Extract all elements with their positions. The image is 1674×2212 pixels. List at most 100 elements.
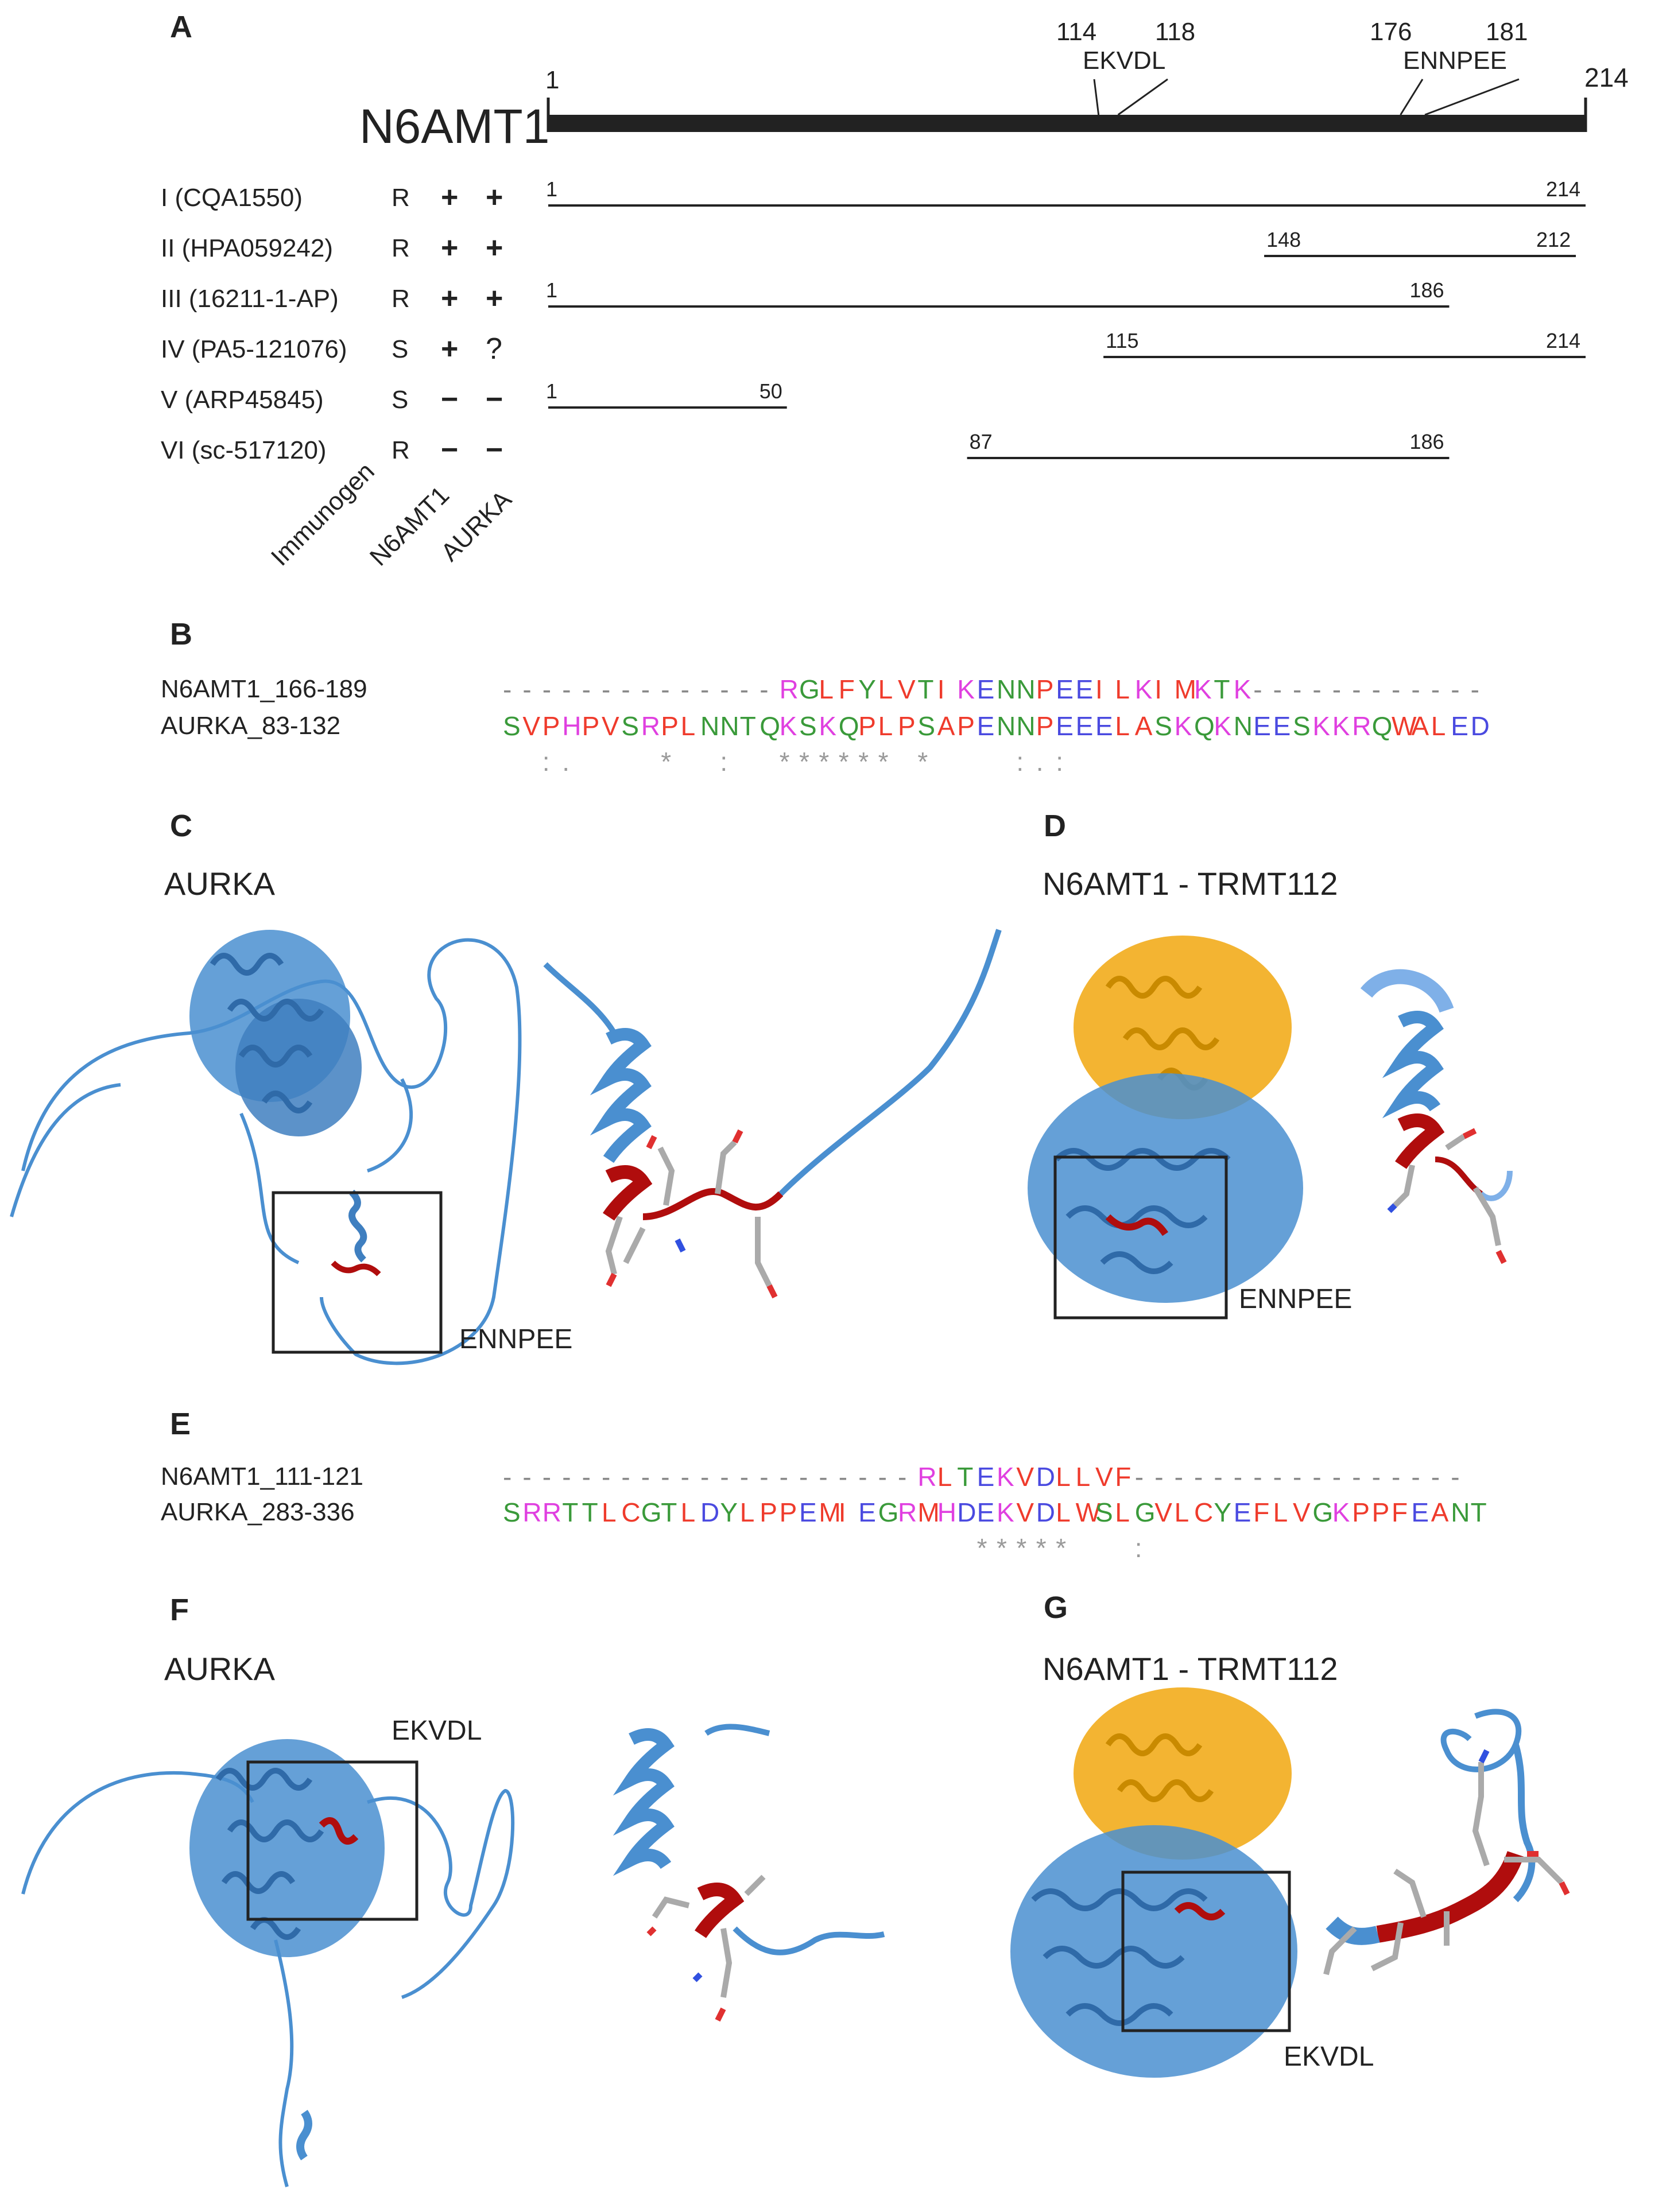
- residue: G: [1312, 1497, 1334, 1527]
- antibody-label: V (ARP45845): [161, 386, 324, 414]
- residue: V: [1095, 1462, 1113, 1492]
- residue: -: [680, 1462, 689, 1492]
- residue: -: [522, 1462, 532, 1492]
- motif2-name-label: ENNPEE: [1403, 46, 1507, 75]
- n6amt1-reactivity: +: [441, 282, 459, 315]
- residue: D: [1036, 1462, 1056, 1492]
- residue: N: [1451, 1497, 1470, 1527]
- n6amt1-reactivity: +: [441, 181, 459, 214]
- panel-letter-b: B: [170, 617, 192, 651]
- residue: A: [1134, 711, 1153, 741]
- residue: -: [1352, 674, 1361, 704]
- antibody-label: VI (sc-517120): [161, 436, 327, 464]
- residue: V: [1016, 1462, 1034, 1492]
- consensus-symbol: *: [661, 747, 672, 777]
- residue: N: [700, 711, 720, 741]
- residue: -: [1293, 1462, 1302, 1492]
- residue: L: [1115, 711, 1130, 741]
- antibody-end-pos: 186: [1409, 278, 1444, 302]
- residue: -: [661, 674, 670, 704]
- antibody-end-pos: 50: [759, 379, 782, 403]
- motif2-start-leader: [1400, 79, 1424, 115]
- aurka-reactivity: +: [486, 282, 503, 315]
- consensus-symbol: *: [1036, 1533, 1047, 1563]
- residue: R: [542, 1497, 562, 1527]
- residue: V: [1016, 1497, 1034, 1527]
- motif1-end-label: 118: [1155, 18, 1196, 46]
- protein-name: N6AMT1: [359, 99, 550, 153]
- trmt112-subunit-g: [1074, 1687, 1292, 1860]
- residue: P: [1036, 711, 1054, 741]
- residue: -: [1470, 674, 1479, 704]
- panel-d-title: N6AMT1 - TRMT112: [1043, 866, 1338, 902]
- panel-f-zoom-view: [613, 1724, 885, 2022]
- panel-c-zoom-box: [272, 1191, 443, 1354]
- residue: L: [937, 1462, 952, 1492]
- residue: K: [1332, 1497, 1350, 1527]
- consensus-symbol: *: [976, 1533, 987, 1563]
- residue: P: [1352, 1497, 1370, 1527]
- residue: -: [1273, 1462, 1282, 1492]
- residue: E: [1233, 1497, 1251, 1527]
- motif2-end-leader: [1424, 78, 1520, 116]
- residue: E: [1273, 711, 1291, 741]
- residue: -: [819, 1462, 828, 1492]
- residue: P: [779, 1497, 797, 1527]
- residue: S: [503, 1497, 521, 1527]
- residue: L: [680, 1497, 696, 1527]
- residue: T: [957, 1462, 974, 1492]
- antibody-label: II (HPA059242): [161, 234, 334, 262]
- residue: -: [1253, 1462, 1262, 1492]
- residue: K: [1174, 711, 1192, 741]
- residue: -: [779, 1462, 788, 1492]
- residue: M: [819, 1497, 841, 1527]
- residue: T: [582, 1497, 598, 1527]
- residue: -: [1273, 674, 1282, 704]
- residue: S: [799, 711, 817, 741]
- aurka-kinase-domain-f: [189, 1739, 385, 1957]
- residue: D: [1470, 711, 1490, 741]
- aurka-tail-helix: [296, 2109, 312, 2161]
- antibody-start-pos: 115: [1106, 329, 1139, 352]
- residue: P: [957, 711, 975, 741]
- antibody-end-pos: 214: [1546, 177, 1581, 201]
- panel-d-structure: [1028, 936, 1513, 1320]
- residue: T: [1214, 674, 1230, 704]
- residue: Q: [838, 711, 859, 741]
- residue: -: [1253, 674, 1262, 704]
- residue: V: [1154, 1497, 1172, 1527]
- residue: K: [819, 711, 837, 741]
- residue: K: [1233, 674, 1251, 704]
- consensus-symbol: :: [542, 747, 550, 777]
- residue: E: [1253, 711, 1271, 741]
- panel-letter-g: G: [1044, 1590, 1068, 1625]
- residue: N: [1016, 711, 1036, 741]
- residue: -: [582, 1462, 591, 1492]
- residue: E: [1056, 674, 1074, 704]
- residue: V: [522, 711, 541, 741]
- residue: E: [1075, 711, 1094, 741]
- residue: -: [878, 1462, 887, 1492]
- residue: -: [1134, 1462, 1144, 1492]
- motif1-name-label: EKVDL: [1083, 46, 1166, 75]
- residue: -: [1411, 1462, 1420, 1492]
- antibody-start-pos: 1: [546, 177, 558, 201]
- residue: E: [1056, 711, 1074, 741]
- consensus-symbol: *: [878, 747, 889, 777]
- residue: F: [1392, 1497, 1408, 1527]
- residue: -: [1293, 674, 1302, 704]
- residue: S: [503, 711, 521, 741]
- panel-c-motif-label: ENNPEE: [459, 1324, 573, 1355]
- residue: D: [957, 1497, 976, 1527]
- residue: -: [1451, 674, 1460, 704]
- panel-letter-f: F: [170, 1593, 189, 1627]
- residue: G: [1134, 1497, 1156, 1527]
- residue: -: [1332, 674, 1342, 704]
- residue: T: [562, 1497, 579, 1527]
- antibody-label: IV (PA5-121076): [161, 335, 347, 363]
- n6amt1-reactivity: +: [441, 231, 459, 265]
- residue: -: [621, 1462, 630, 1492]
- antibody-start-pos: 87: [969, 430, 993, 453]
- residue: R: [641, 711, 661, 741]
- residue: D: [700, 1497, 720, 1527]
